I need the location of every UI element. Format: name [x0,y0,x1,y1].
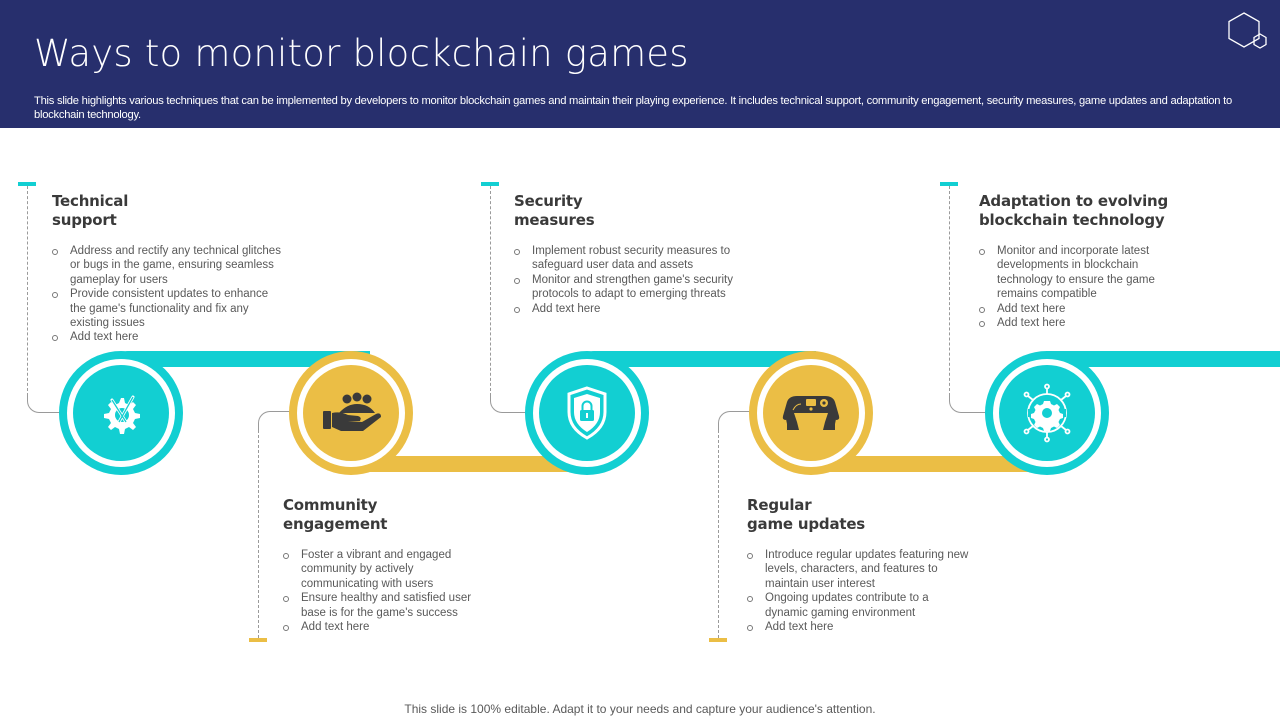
step-4-connector [718,430,719,638]
bullet-item: Add text here [747,620,969,634]
footer-note: This slide is 100% editable. Adapt it to… [404,702,876,716]
bullet-item: Introduce regular updates featuring new … [747,548,969,591]
header-banner: Ways to monitor blockchain games This sl… [0,0,1280,128]
step-bullets: Monitor and incorporate latest developme… [979,244,1179,330]
step-card-adaptation-blockchain: Adaptation to evolving blockchain techno… [979,192,1179,330]
step-3-node [525,351,649,475]
bullet-item: Add text here [283,620,493,634]
step-bullets: Address and rectify any technical glitch… [52,244,282,345]
bullet-item: Add text here [979,316,1179,330]
gold-track-1 [350,456,590,472]
bullet-item: Provide consistent updates to enhance th… [52,287,282,330]
step-5-connector-curve [949,394,987,413]
teal-track-3 [1046,351,1280,367]
bullet-item: Implement robust security measures to sa… [514,244,736,273]
step-2-connector-curve [258,411,294,431]
shield-lock-icon [567,386,607,440]
game-controller-icon [782,396,840,430]
bullet-item: Ongoing updates contribute to a dynamic … [747,591,969,620]
step-1-tick [18,182,36,186]
step-5-tick [940,182,958,186]
step-4-tick [709,638,727,642]
step-5-connector [949,186,950,396]
page-title: Ways to monitor blockchain games [34,32,689,75]
hand-community-icon [323,392,381,431]
step-title: Security measures [514,192,595,229]
bullet-item: Add text here [979,302,1179,316]
step-3-connector-curve [490,394,528,413]
tools-gear-icon [104,395,140,434]
step-1-connector [27,186,28,396]
step-bullets: Introduce regular updates featuring new … [747,548,969,634]
step-3-connector [490,186,491,396]
teal-track-1 [120,351,370,367]
step-bullets: Foster a vibrant and engaged community b… [283,548,493,634]
bullet-item: Foster a vibrant and engaged community b… [283,548,493,591]
step-4-node [749,351,873,475]
bullet-item: Address and rectify any technical glitch… [52,244,282,287]
blockchain-gear-network-icon [1023,383,1071,443]
step-card-security-measures: Security measures Implement robust secur… [514,192,736,316]
step-title: Community engagement [283,496,388,533]
bullet-item: Add text here [514,302,736,316]
gold-track-2 [810,456,1050,472]
bullet-item: Add text here [52,330,282,344]
bullet-item: Monitor and incorporate latest developme… [979,244,1179,302]
step-2-node [289,351,413,475]
teal-track-2 [586,351,816,367]
step-5-node [985,351,1109,475]
step-title: Adaptation to evolving blockchain techno… [979,192,1169,229]
step-2-tick [249,638,267,642]
step-1-connector-curve [27,394,63,413]
bullet-item: Ensure healthy and satisfied user base i… [283,591,493,620]
step-title: Regular game updates [747,496,866,533]
step-1-node [59,351,183,475]
step-bullets: Implement robust security measures to sa… [514,244,736,316]
step-card-regular-game-updates: Regular game updates Introduce regular u… [747,496,969,634]
step-3-tick [481,182,499,186]
step-title: Technical support [52,192,129,229]
page-subtitle: This slide highlights various techniques… [34,95,1232,121]
step-2-connector [258,430,259,638]
step-card-technical-support: Technical support Address and rectify an… [52,192,282,345]
bullet-item: Monitor and strengthen game's security p… [514,273,736,302]
step-4-connector-curve [718,411,754,431]
hexagon-logo-icon [1228,12,1267,49]
step-card-community-engagement: Community engagement Foster a vibrant an… [283,496,493,634]
